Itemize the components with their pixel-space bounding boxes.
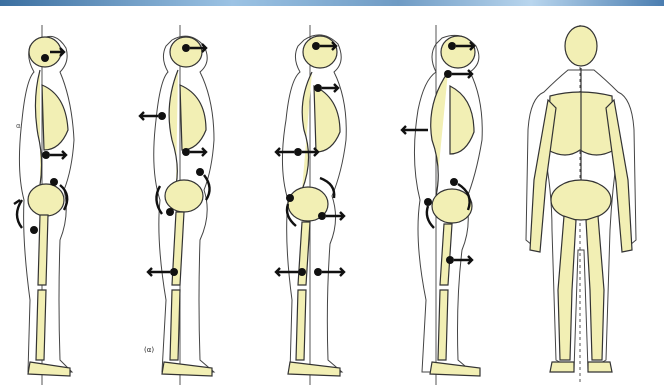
panel-4-marker-hip [450,178,458,186]
panel-2-pelvis [165,180,203,212]
panel-5-right-foot [588,362,612,372]
panel-4-spine [431,72,448,196]
panel-3-femur [298,222,310,285]
panel-2-tibia [170,290,180,360]
panel-1-figure [14,25,74,385]
panel-2-marker-hip [196,168,204,176]
panel-3-marker-hip [286,194,294,202]
panel-4-marker-neck [444,70,452,78]
panel-5-pelvis [551,180,611,220]
panel-1-pelvis [28,184,64,216]
panel-2-ribcage [180,85,206,150]
panel-1-marker-hip [50,178,58,186]
panel-3-marker-knee-front [314,268,322,276]
panel-5-figure [526,25,636,385]
panel-3-marker-head [312,42,320,50]
panel-1-arrow-trunk [50,151,66,159]
panel-3-arrow-neck [322,84,338,92]
panel-3-arrow-knee-back [276,268,298,276]
panel-3-figure [276,25,346,385]
panel-1-ribcage [42,85,68,150]
panel-2-marker-femur [166,208,174,216]
panel-1-marker-head [41,54,49,62]
panel-4-pelvis [432,189,472,223]
panel-1-spine [35,70,41,185]
panel-2-arrow-trunk [190,148,206,156]
panel-3-arrow-knee-front [322,268,344,276]
panel-3-marker-femur [318,212,326,220]
panel-1-corner-mark: α [16,122,21,130]
panel-2-figure: (α) [140,25,214,385]
panel-4-ribcage [450,86,474,154]
panel-4-figure [402,25,482,385]
panel-4-foot [430,362,480,376]
panel-2-spine [169,70,178,185]
panel-3-arrow-lumbar-back [276,148,294,156]
panel-4-femur [440,224,452,285]
panel-2-corner-mark: (α) [144,346,154,354]
panel-2-arrow-upper-back [140,112,158,120]
panel-5-skull [565,26,597,66]
panel-4-tibia [438,290,448,360]
panel-2-arrow-pelvis-back [156,186,162,214]
panel-2-marker-knee [170,268,178,276]
panel-1-marker-knee [30,226,38,234]
panel-4-arrow-knee [454,256,472,264]
panel-2-arrow-knee [148,268,170,276]
panel-3-marker-neck [314,84,322,92]
panel-2-marker-upper-back [158,112,166,120]
panel-3-marker-knee-back [298,268,306,276]
panel-1-marker-trunk [42,151,50,159]
panel-3-skull [303,36,337,68]
panel-2-marker-head [182,44,190,52]
panel-5-left-foot [550,362,574,372]
panel-1-femur [38,215,48,285]
panel-2-marker-trunk [182,148,190,156]
panel-5-right-leg [586,216,604,360]
panel-4-marker-knee [446,256,454,264]
panel-3-tibia [296,290,306,360]
panel-1-tibia [36,290,46,360]
panel-4-arrow-neck [452,70,472,78]
panel-4-skull [441,36,475,68]
panel-4-marker-head [448,42,456,50]
panel-3-ribcage [314,86,340,152]
panel-4-marker-pelvis-back [424,198,432,206]
panel-1-arrow-pelvis-back [14,200,22,228]
panel-3-marker-lumbar [294,148,302,156]
panel-5-left-leg [558,216,576,360]
